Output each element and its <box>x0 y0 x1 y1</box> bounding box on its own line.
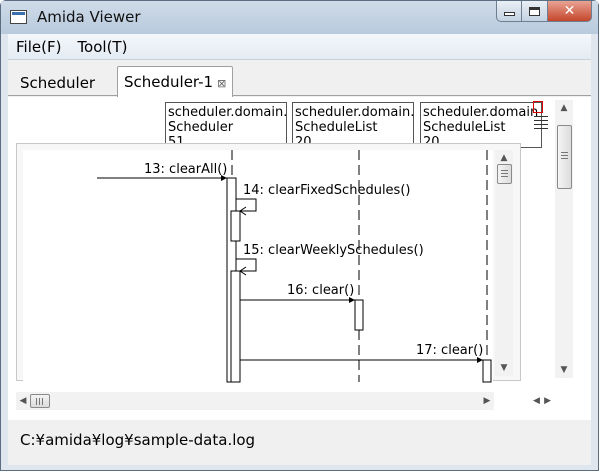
sequence-diagram[interactable]: 13: clearAll() 14: clearFixedSchedules()… <box>23 150 493 383</box>
scroll-down-icon[interactable]: ▼ <box>500 363 508 373</box>
message-label[interactable]: 15: clearWeeklySchedules() <box>243 243 424 258</box>
lifeline-package: scheduler.domain <box>423 105 539 120</box>
scroll-thumb[interactable] <box>557 125 572 189</box>
menu-tool[interactable]: Tool(T) <box>77 37 128 56</box>
tab-bar: Scheduler Scheduler-1⊠ <box>8 66 591 97</box>
tab-scheduler[interactable]: Scheduler <box>12 70 103 96</box>
message-arrow-15 <box>236 258 257 272</box>
lifeline-package: scheduler.domain. <box>295 105 415 120</box>
overview-strip[interactable] <box>530 97 552 387</box>
menu-bar: File(F) Tool(T) <box>8 34 591 60</box>
window-title: Amida Viewer <box>37 8 141 26</box>
tab-content: scheduler.domain. Scheduler 51 scheduler… <box>8 97 591 420</box>
scroll-thumb[interactable] <box>30 394 50 408</box>
activation-bar <box>482 359 492 383</box>
outer-vertical-scrollbar[interactable]: ▲ ▼ <box>555 100 573 378</box>
lifeline-box-schedulelist-2[interactable]: scheduler.domain ScheduleList 20 <box>420 102 542 150</box>
client-area: Scheduler Scheduler-1⊠ scheduler.domain.… <box>8 60 591 465</box>
lifeline-class: ScheduleList <box>423 120 506 135</box>
status-path: C:¥amida¥log¥sample-data.log <box>20 431 256 449</box>
lifeline-class: ScheduleList <box>295 120 378 135</box>
title-bar[interactable]: Amida Viewer ✕ <box>1 1 598 34</box>
message-label[interactable]: 13: clearAll() <box>144 162 228 177</box>
scroll-right-icon[interactable]: ▶ <box>544 396 551 406</box>
horizontal-scrollbar[interactable]: ◀ ▶ <box>16 392 494 410</box>
diagram-canvas <box>97 150 492 383</box>
minimize-icon <box>503 12 515 16</box>
scroll-thumb[interactable] <box>497 164 512 184</box>
close-button[interactable]: ✕ <box>548 1 592 22</box>
tab-label: Scheduler <box>20 74 96 92</box>
lifeline-box-schedulelist-1[interactable]: scheduler.domain. ScheduleList 20 <box>292 102 415 150</box>
maximize-icon <box>529 6 540 16</box>
diagram-vertical-scrollbar[interactable]: ▲ ▼ <box>495 150 513 376</box>
maximize-button[interactable] <box>522 1 548 22</box>
scroll-up-icon[interactable]: ▲ <box>500 153 508 163</box>
overview-lines <box>534 116 548 132</box>
activation-bar <box>354 299 364 331</box>
activation-bar <box>230 270 241 383</box>
message-label[interactable]: 14: clearFixedSchedules() <box>243 183 411 198</box>
lifeline-class: Scheduler <box>168 120 234 135</box>
scroll-left-icon[interactable]: ◀ <box>19 396 27 406</box>
message-arrow-14 <box>236 198 257 212</box>
scroll-left-icon[interactable]: ◀ <box>533 396 540 406</box>
close-icon: ✕ <box>563 3 576 19</box>
menu-file[interactable]: File(F) <box>16 37 62 56</box>
activation-bar <box>230 210 241 242</box>
lifeline-package: scheduler.domain. <box>168 105 288 120</box>
minimize-button[interactable] <box>496 1 522 22</box>
message-label[interactable]: 16: clear() <box>287 283 355 298</box>
window-controls: ✕ <box>496 1 592 22</box>
sequence-diagram-viewport: 13: clearAll() 14: clearFixedSchedules()… <box>16 143 521 383</box>
tab-scheduler-1[interactable]: Scheduler-1⊠ <box>117 66 234 97</box>
tab-label: Scheduler-1 <box>124 73 214 91</box>
lifeline-header: scheduler.domain. Scheduler 51 scheduler… <box>8 97 542 150</box>
scroll-down-icon[interactable]: ▼ <box>560 365 568 375</box>
lifeline-box-scheduler[interactable]: scheduler.domain. Scheduler 51 <box>165 102 288 150</box>
app-icon <box>10 10 27 24</box>
message-label[interactable]: 17: clear() <box>416 343 484 358</box>
overview-horizontal-scrollbar[interactable]: ◀ ▶ <box>531 392 553 410</box>
scroll-right-icon[interactable]: ▶ <box>483 396 491 406</box>
tab-close-icon[interactable]: ⊠ <box>217 77 227 90</box>
overview-marker-icon <box>533 101 543 113</box>
scroll-up-icon[interactable]: ▲ <box>560 103 568 113</box>
